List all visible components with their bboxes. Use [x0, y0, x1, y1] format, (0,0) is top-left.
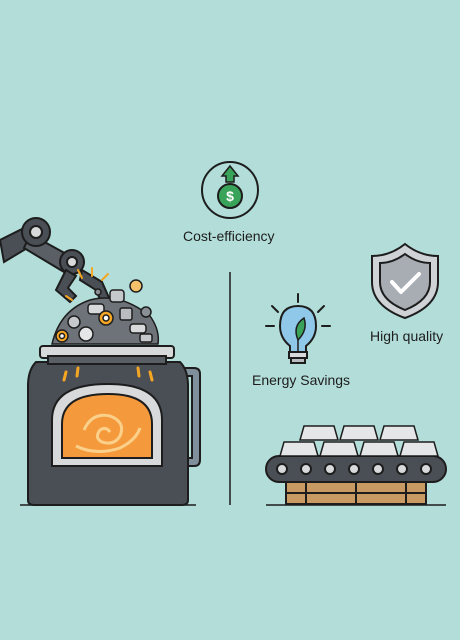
lightbulb-leaf-icon	[265, 293, 331, 364]
ingot-icon	[279, 425, 439, 457]
furnace-glow-marks	[62, 366, 154, 382]
dollar-coin-icon: $	[201, 161, 259, 219]
conveyor-belt-icon	[265, 455, 447, 505]
scrap-metal-icon	[51, 279, 160, 345]
energy-savings-label: Energy Savings	[252, 372, 351, 388]
high-quality-label: High quality	[370, 328, 444, 344]
shield-check-icon	[371, 242, 439, 320]
cost-efficiency-label: Cost-efficiency	[183, 228, 275, 244]
robot-arm-icon	[0, 217, 112, 306]
furnace-icon	[27, 345, 201, 506]
svg-text:$: $	[226, 188, 234, 204]
